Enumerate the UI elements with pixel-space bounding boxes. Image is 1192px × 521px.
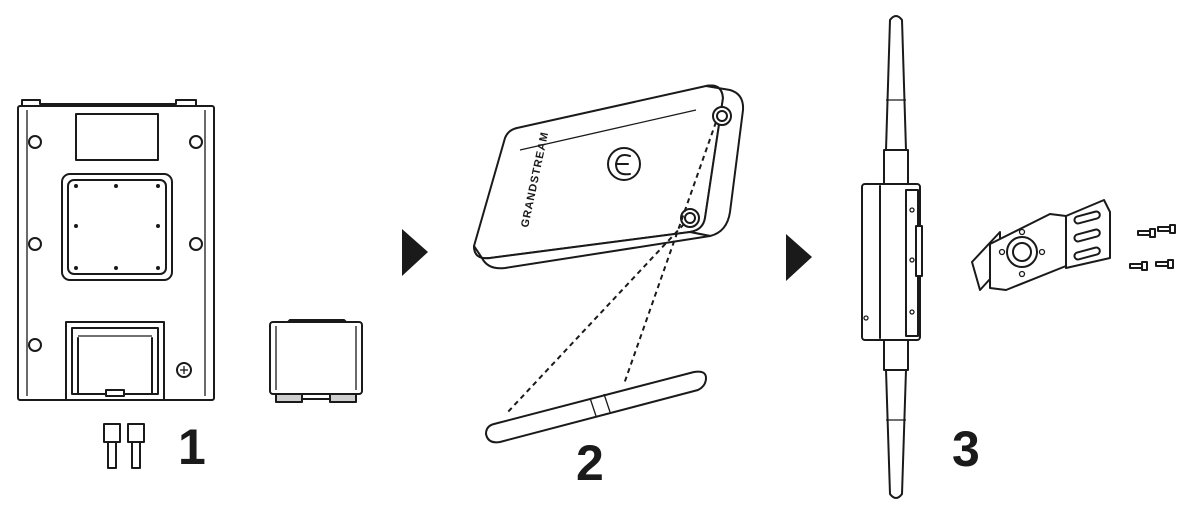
antenna-loose bbox=[485, 370, 707, 444]
access-point-tilted: GRANDSTREAM bbox=[473, 84, 745, 270]
step-number-2: 2 bbox=[576, 435, 604, 491]
ap-back-panel bbox=[17, 99, 215, 401]
arrow-right-icon bbox=[402, 229, 428, 276]
access-point-mounted bbox=[861, 183, 923, 341]
wall-anchors bbox=[103, 423, 145, 469]
step-number-3: 3 bbox=[952, 421, 980, 477]
step-number-1: 1 bbox=[178, 419, 206, 475]
mounting-screws bbox=[1129, 224, 1176, 271]
mounting-bracket bbox=[971, 199, 1111, 291]
antenna-bottom bbox=[883, 339, 909, 499]
antenna-top bbox=[883, 15, 909, 185]
port-cover bbox=[269, 319, 363, 403]
arrow-right-icon bbox=[786, 234, 812, 281]
antenna-connection-lines bbox=[505, 121, 717, 415]
